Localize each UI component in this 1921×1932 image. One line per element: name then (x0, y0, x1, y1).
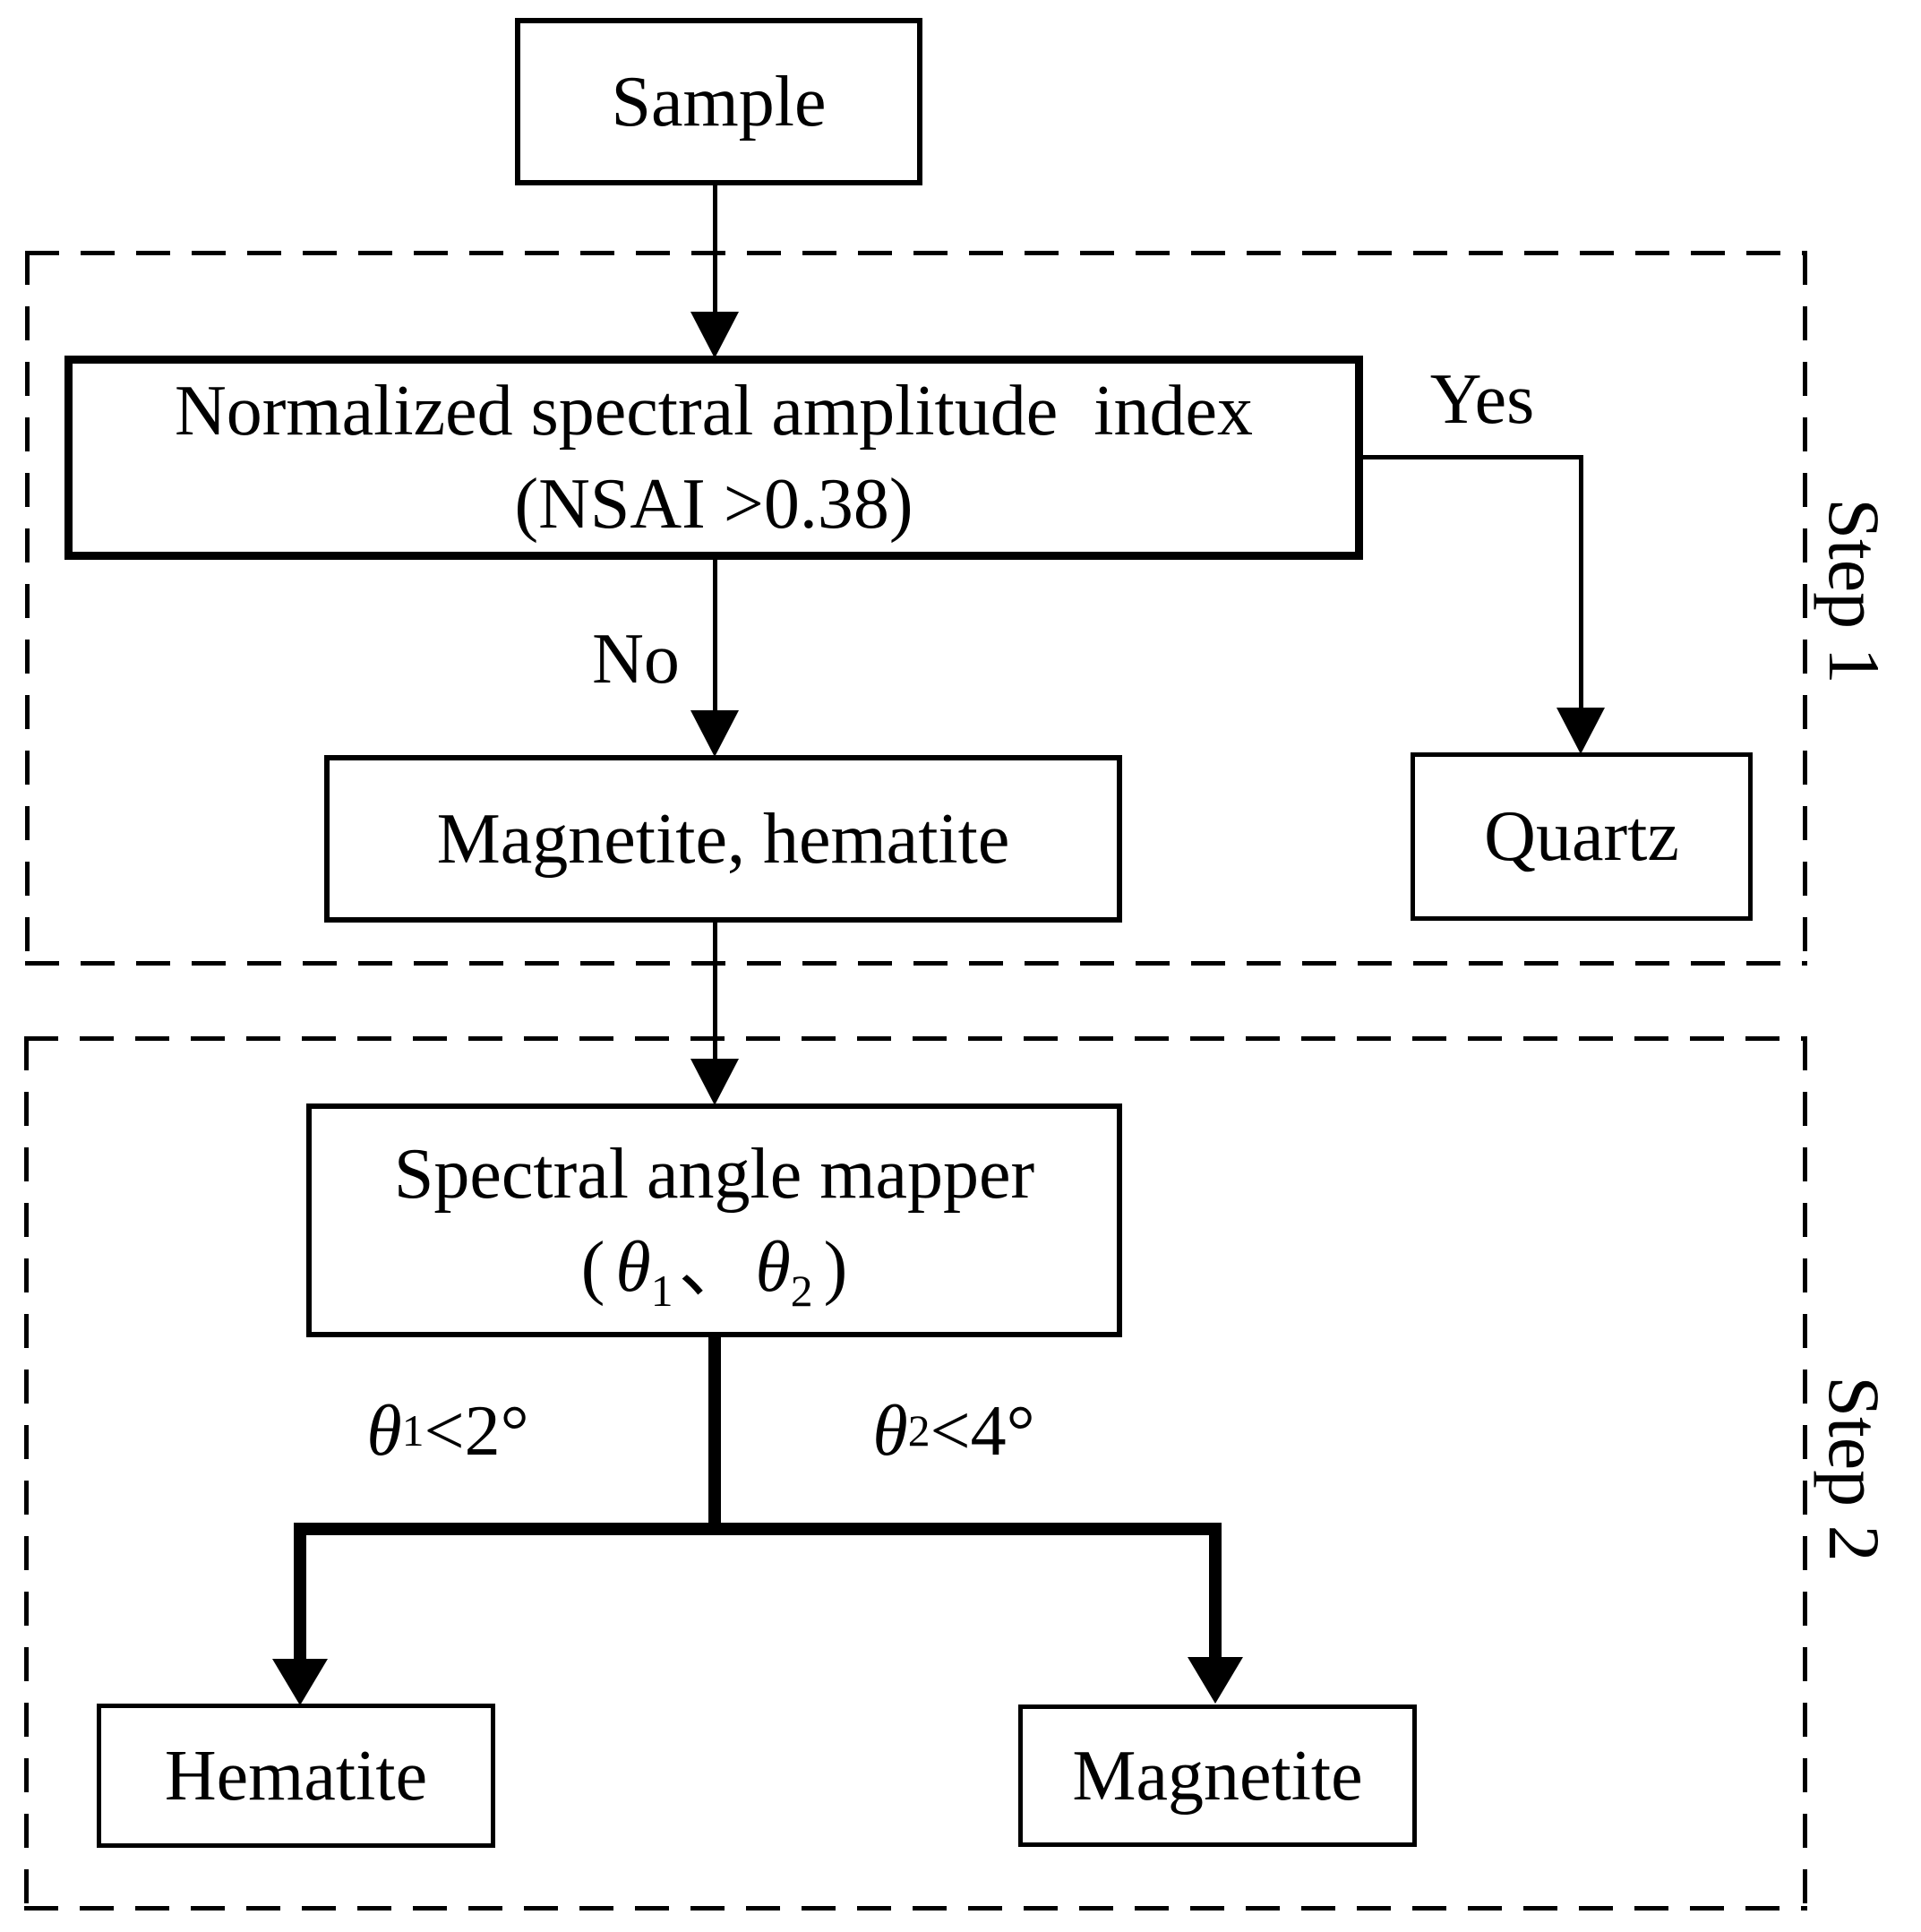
step2-group-border-right (1803, 1036, 1807, 1911)
step1-label: Step 1 (1805, 457, 1903, 726)
arrowhead-down-icon (272, 1659, 328, 1705)
theta2-cond-comparison: <4° (930, 1392, 1035, 1471)
arrowhead-down-icon (1188, 1657, 1243, 1704)
edge-no-vertical-line (713, 560, 717, 710)
node-spectral-angle-mapper: Spectral angle mapper (θ1、θ2) (306, 1103, 1122, 1337)
step1-group-border-left (25, 251, 30, 966)
theta2-subscript: 2 (790, 1266, 813, 1316)
step2-group-border-left (24, 1036, 29, 1911)
edge-no-label: No (564, 616, 708, 701)
node-quartz-label: Quartz (1484, 797, 1679, 876)
edge-sample-to-nsai-line (713, 185, 717, 312)
branch-stem-thick-line (708, 1337, 721, 1529)
open-paren: ( (580, 1227, 605, 1307)
edge-yes-vertical-line (1579, 455, 1583, 708)
step2-label: Step 2 (1805, 1335, 1903, 1603)
theta1-cond-symbol: θ (366, 1392, 402, 1471)
theta-separator: 、 (678, 1227, 750, 1307)
edge-to-sam-line (713, 923, 717, 1059)
step1-group-border-right (1803, 251, 1807, 966)
theta1-subscript: 1 (650, 1266, 673, 1316)
branch-right-drop-thick-line (1209, 1535, 1222, 1657)
edge-no-label-text: No (592, 619, 680, 699)
node-magnetite: Magnetite (1018, 1704, 1417, 1847)
edge-yes-horizontal-line (1363, 455, 1583, 459)
step1-group-border-top (25, 251, 1807, 255)
step2-label-text: Step 2 (1814, 1376, 1895, 1562)
node-sample-label: Sample (611, 62, 827, 142)
node-sam-line2: (θ1、θ2) (570, 1221, 858, 1314)
node-nsai: Normalized spectral amplitude index (NSA… (64, 356, 1363, 560)
theta2-symbol: θ (755, 1227, 791, 1307)
node-nsai-line1: Normalized spectral amplitude index (174, 372, 1254, 451)
node-hematite-label: Hematite (164, 1736, 428, 1816)
node-magnetite-hematite: Magnetite, hematite (324, 755, 1122, 923)
theta1-symbol: θ (615, 1227, 651, 1307)
edge-yes-label-text: Yes (1429, 359, 1535, 439)
edge-yes-label: Yes (1397, 356, 1567, 442)
arrowhead-down-icon (690, 312, 739, 358)
close-paren: ) (823, 1227, 848, 1307)
step2-group-border-top (24, 1036, 1807, 1041)
node-magnetite-label: Magnetite (1072, 1736, 1363, 1816)
step2-group-border-bottom (24, 1906, 1807, 1911)
node-sample: Sample (515, 18, 922, 185)
node-magnetite-hematite-label: Magnetite, hematite (436, 799, 1010, 879)
node-nsai-line2: (NSAI >0.38) (514, 465, 913, 544)
arrowhead-down-icon (690, 1059, 739, 1105)
node-quartz: Quartz (1411, 752, 1753, 921)
branch-left-drop-thick-line (294, 1535, 306, 1659)
node-hematite: Hematite (97, 1704, 495, 1848)
branch-bar-thick-line (294, 1523, 1222, 1535)
arrowhead-down-icon (690, 710, 739, 757)
step1-label-text: Step 1 (1814, 498, 1895, 684)
node-sam-line1: Spectral angle mapper (393, 1134, 1035, 1214)
theta2-cond-symbol: θ (872, 1392, 908, 1471)
theta1-cond-comparison: <2° (424, 1392, 529, 1471)
step1-group-border-bottom (25, 961, 1807, 966)
arrowhead-down-icon (1557, 708, 1605, 754)
